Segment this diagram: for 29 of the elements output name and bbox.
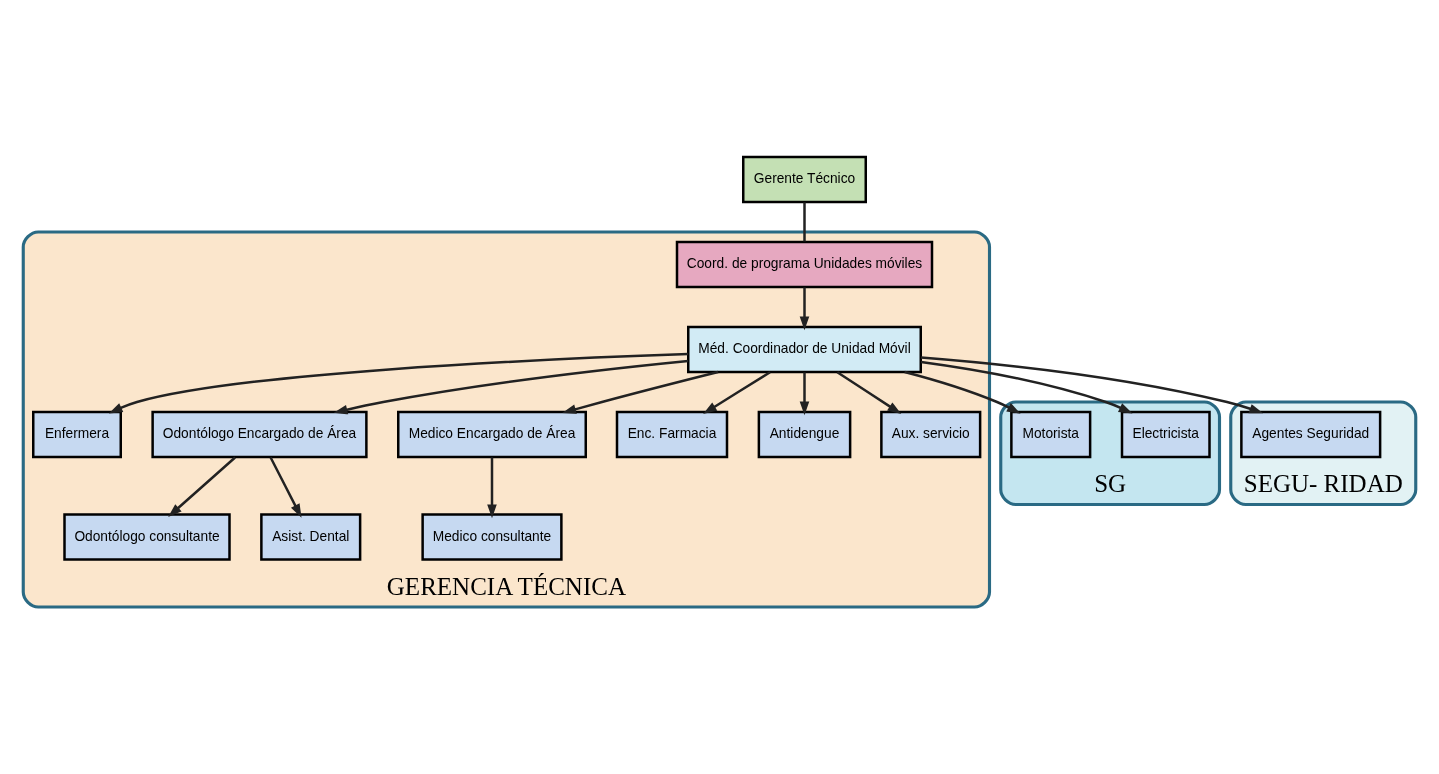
node-box: Electricista — [1120, 410, 1211, 459]
arrow — [836, 371, 902, 414]
node-box: Aux. servicio — [880, 410, 982, 459]
arrow — [108, 352, 689, 414]
arrow — [920, 356, 1264, 414]
arrow — [487, 457, 497, 519]
node-box: Medico Encargado de Área — [397, 410, 587, 459]
node-box: Méd. Coordinador de Unidad Móvil — [687, 325, 922, 374]
node-box: Odontólogo consultante — [63, 513, 231, 561]
arrow — [799, 287, 810, 331]
connector — [803, 202, 806, 242]
node-box: Enc. Farmacia — [615, 410, 729, 459]
node-box: Enfermera — [32, 410, 122, 459]
arrow — [904, 370, 1021, 414]
arrow — [920, 360, 1133, 414]
node-box: Gerente Técnico — [742, 155, 867, 204]
node-box: Antidengue — [757, 410, 852, 459]
node-box: Medico consultante — [421, 513, 563, 561]
arrow — [168, 456, 236, 517]
node-box: Odontólogo Encargado de Área — [151, 410, 368, 459]
node-box: Motorista — [1010, 410, 1092, 459]
node-box: Agentes Seguridad — [1240, 410, 1382, 459]
arrow — [269, 456, 302, 518]
arrow — [333, 359, 689, 415]
arrow — [703, 371, 771, 414]
arrow — [562, 370, 719, 414]
node-box: Coord. de programa Unidades móviles — [675, 240, 934, 289]
arrow — [799, 372, 810, 416]
node-box: Asist. Dental — [260, 513, 362, 561]
